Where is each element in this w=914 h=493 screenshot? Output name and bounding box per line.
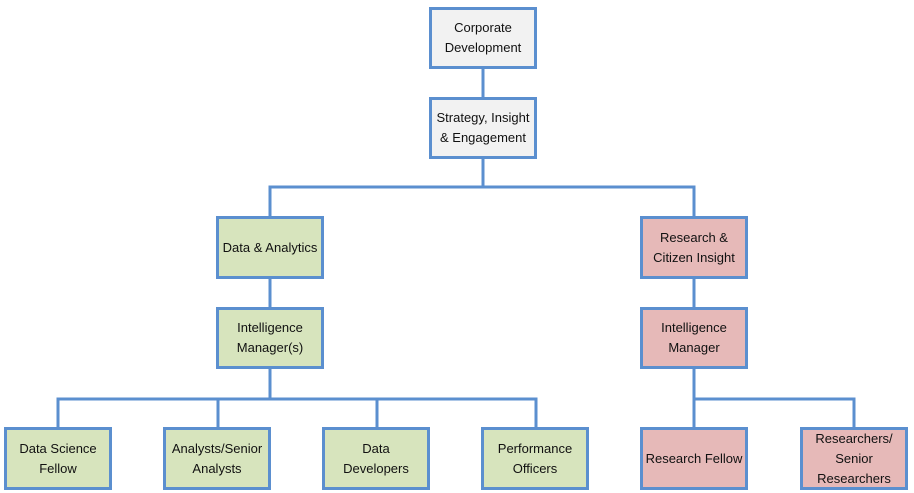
node-label: Analysts/Senior Analysts bbox=[171, 440, 263, 476]
node-label: Data Science Fellow bbox=[19, 440, 97, 476]
node-data-developers: Data Developers bbox=[322, 427, 430, 490]
node-intelligence-manager: Intelligence Manager bbox=[640, 307, 748, 369]
node-label: Corporate Development bbox=[444, 20, 522, 55]
node-label: Data & Analytics bbox=[222, 239, 318, 255]
node-label: Intelligence Manager bbox=[661, 320, 727, 355]
node-label: Researchers/ Senior Researchers bbox=[815, 430, 893, 486]
node-corporate-development: Corporate Development bbox=[429, 7, 537, 69]
node-data-science-fellow: Data Science Fellow bbox=[4, 427, 112, 490]
node-label: Data Developers bbox=[343, 440, 409, 476]
node-label: Performance Officers bbox=[497, 440, 573, 476]
node-data-analytics: Data & Analytics bbox=[216, 216, 324, 279]
node-label: Intelligence Manager(s) bbox=[236, 320, 304, 355]
node-analysts-senior-analysts: Analysts/Senior Analysts bbox=[163, 427, 271, 490]
node-label: Strategy, Insight & Engagement bbox=[436, 110, 530, 145]
node-research-fellow: Research Fellow bbox=[640, 427, 748, 490]
node-strategy-insight-engagement: Strategy, Insight & Engagement bbox=[429, 97, 537, 159]
node-researchers-senior-researchers: Researchers/ Senior Researchers bbox=[800, 427, 908, 490]
node-label: Research & Citizen Insight bbox=[653, 229, 735, 265]
node-label: Research Fellow bbox=[645, 450, 743, 466]
node-performance-officers: Performance Officers bbox=[481, 427, 589, 490]
node-intelligence-managers: Intelligence Manager(s) bbox=[216, 307, 324, 369]
node-research-citizen-insight: Research & Citizen Insight bbox=[640, 216, 748, 279]
